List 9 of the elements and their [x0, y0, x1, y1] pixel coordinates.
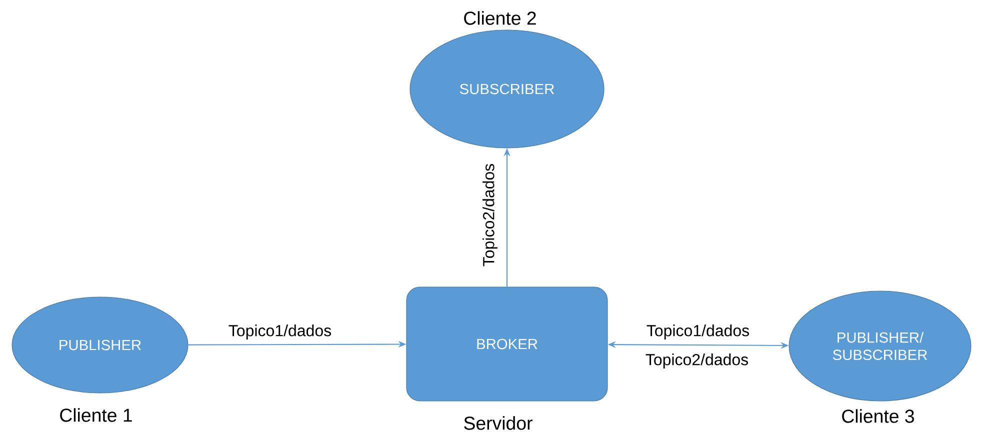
node-caption: Cliente 3: [842, 409, 914, 423]
edge-label: Topico2/dados: [481, 162, 499, 268]
edge-label: Topico1/dados: [645, 323, 751, 341]
node-caption: Cliente 1: [60, 408, 132, 422]
topic-label: Topico2/dados: [646, 354, 748, 368]
edge-label: Topico1/dados: [227, 323, 333, 341]
node-caption: Servidor: [464, 416, 532, 430]
broker-box: BROKER: [406, 286, 608, 402]
node-caption: Cliente 2: [464, 11, 536, 25]
